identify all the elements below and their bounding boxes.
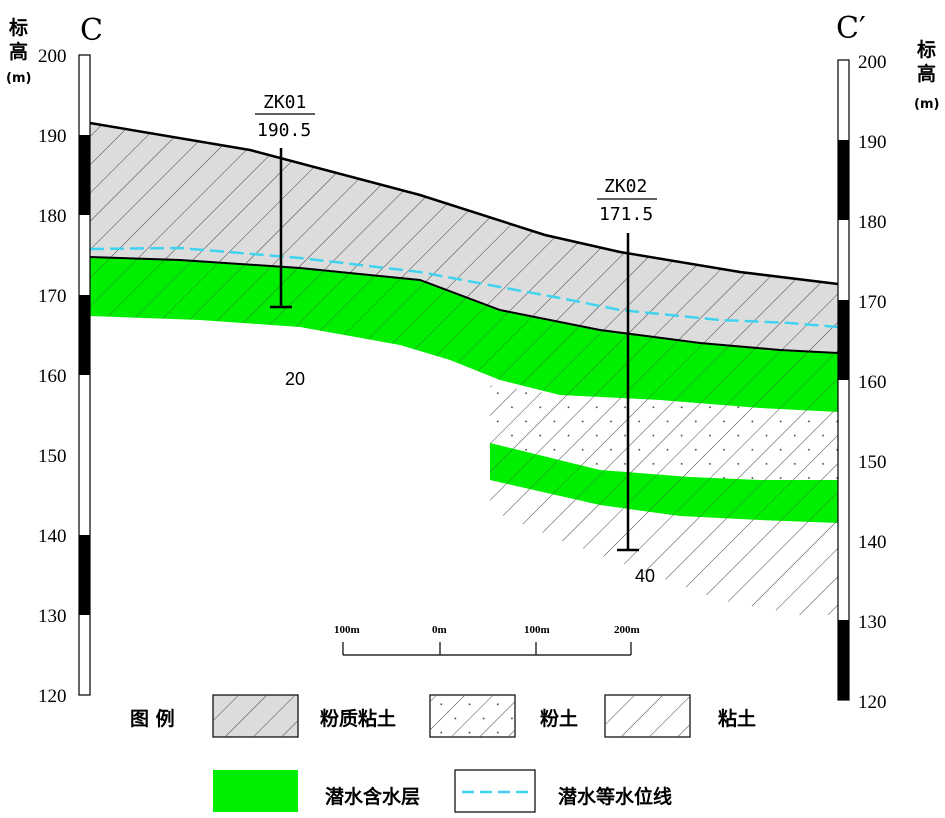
right-bar-black-130-120 [838,620,849,700]
scale-label-2: 100m [524,624,550,636]
ground-surface-line [89,121,839,286]
left-bar-black-190-180 [79,135,90,215]
borehole-zk01-id: ZK01 [263,92,306,113]
section-label-left: C [80,13,103,48]
right-tick-160: 160 [858,372,887,393]
upper-aquifer-hatch [90,257,838,412]
right-tick-200: 200 [858,52,887,73]
aquifer-top-line [89,256,839,354]
legend: 图 例 粉质粘土 粉土 粘土 潜水含水层 潜水等水位线 [130,694,756,813]
legend-swatch-clay-hatch [605,695,690,737]
borehole-zk02-depth: 40 [635,566,655,586]
right-bar-black-170-160 [838,300,849,380]
right-tick-190: 190 [858,132,887,153]
legend-label-water-line: 潜水等水位线 [558,785,672,808]
legend-swatch-aquifer [213,770,298,812]
left-tick-180: 180 [38,206,67,227]
silty-clay-lower-hatch [90,249,838,353]
left-tick-200: 200 [38,46,67,67]
scale-label-0: 100m [334,624,360,636]
right-bar-black-190-180 [838,140,849,220]
left-tick-190: 190 [38,126,67,147]
scale-label-3: 200m [614,624,640,636]
left-axis-title-1: 标 [9,17,28,39]
legend-swatch-silty-clay-hatch [213,695,298,737]
scale-bar: 100m 0m 100m 200m [334,624,640,656]
legend-label-aquifer: 潜水含水层 [325,785,420,808]
left-axis-title-2: 高 [9,40,28,63]
borehole-zk02: ZK02 171.5 40 [597,176,657,586]
left-tick-150: 150 [38,446,67,467]
clay-layer [490,480,838,615]
right-tick-150: 150 [858,452,887,473]
left-tick-130: 130 [38,606,67,627]
left-bar-black-170-160 [79,295,90,375]
left-tick-170: 170 [38,286,67,307]
section-label-right: C′ [836,11,866,46]
right-axis-unit: (m) [914,97,939,112]
left-tick-160: 160 [38,366,67,387]
right-tick-140: 140 [858,532,887,553]
left-bar-black-140-130 [79,535,90,615]
left-tick-140: 140 [38,526,67,547]
right-tick-labels: 200 190 180 170 160 150 140 130 120 [858,52,887,713]
legend-label-clay: 粘土 [718,708,756,730]
silt-layer [490,385,838,480]
borehole-zk01-elevation: 190.5 [257,120,311,141]
right-axis-title-2: 高 [917,62,936,85]
right-tick-170: 170 [858,292,887,313]
lower-aquifer-hatch [490,443,838,523]
legend-label-silty-clay: 粉质粘土 [320,707,396,730]
water-level-line [89,246,839,329]
right-tick-180: 180 [858,212,887,233]
left-axis-unit: (m) [6,71,31,86]
scale-label-1: 0m [432,624,447,636]
borehole-zk02-id: ZK02 [604,176,647,197]
legend-title: 图 例 [130,707,175,730]
left-tick-120: 120 [38,686,67,707]
borehole-zk01: ZK01 190.5 20 [255,92,315,389]
borehole-zk01-depth: 20 [285,369,305,389]
borehole-zk02-elevation: 171.5 [599,204,653,225]
legend-label-silt: 粉土 [540,707,578,730]
right-axis-title-1: 标 [917,39,936,61]
silty-clay-hatch [90,123,838,327]
right-tick-120: 120 [858,692,887,713]
left-tick-labels: 200 190 180 170 160 150 140 130 120 [38,46,67,707]
right-tick-130: 130 [858,612,887,633]
legend-swatch-silt-hatch [430,695,515,737]
